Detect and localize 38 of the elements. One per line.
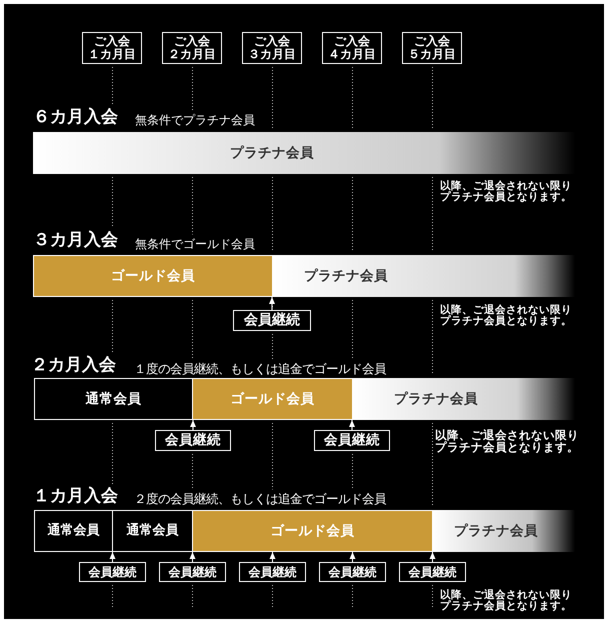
membership-segment: ゴールド会員 — [33, 255, 272, 297]
pointer-arrow — [269, 296, 275, 310]
note-text: 以降、ご退会されない限りプラチナ会員となります。 — [440, 590, 572, 612]
pointer-arrow — [430, 552, 436, 562]
membership-segment: 通常会員 — [34, 510, 112, 552]
callout-box: 会員継続 — [319, 562, 386, 582]
pointer-arrow — [190, 552, 196, 562]
pointer-arrow — [350, 552, 356, 562]
membership-segment: 通常会員 — [112, 510, 192, 552]
membership-segment: 通常会員 — [34, 378, 192, 420]
month-header: ご入会４カ月目 — [322, 32, 382, 64]
section-subtitle: 無条件でゴールド会員 — [135, 238, 255, 250]
membership-segment: プラチナ会員 — [272, 255, 575, 297]
section-subtitle: １度の会員継続、もしくは追金でゴールド会員 — [134, 362, 386, 376]
callout-box: 会員継続 — [233, 310, 311, 331]
membership-segment: ゴールド会員 — [192, 510, 432, 552]
callout-box: 会員継続 — [159, 562, 226, 582]
pointer-arrow — [190, 420, 196, 430]
month-header: ご入会２カ月目 — [162, 32, 222, 64]
note-text: 以降、ご退会されない限りプラチナ会員となります。 — [435, 428, 579, 452]
pointer-arrow — [110, 552, 116, 562]
section-subtitle: ２度の会員継続、もしくは追金でゴールド会員 — [134, 492, 386, 506]
membership-segment: プラチナ会員 — [432, 510, 575, 552]
pointer-arrow — [349, 420, 355, 430]
month-header: ご入会５カ月目 — [402, 32, 462, 64]
callout-box: 会員継続 — [239, 562, 306, 582]
callout-box: 会員継続 — [399, 562, 466, 582]
note-text: 以降、ご退会されない限りプラチナ会員となります。 — [440, 180, 572, 202]
note-text: 以降、ご退会されない限りプラチナ会員となります。 — [440, 304, 572, 326]
membership-segment: プラチナ会員 — [33, 132, 575, 174]
membership-segment: ゴールド会員 — [192, 378, 352, 420]
callout-box: 会員継続 — [79, 562, 146, 582]
month-header: ご入会３カ月目 — [242, 32, 302, 64]
pointer-arrow — [270, 552, 276, 562]
month-header: ご入会１カ月目 — [82, 32, 142, 64]
callout-box: 会員継続 — [314, 430, 390, 451]
membership-segment: プラチナ会員 — [352, 378, 575, 420]
callout-box: 会員継続 — [155, 430, 231, 451]
